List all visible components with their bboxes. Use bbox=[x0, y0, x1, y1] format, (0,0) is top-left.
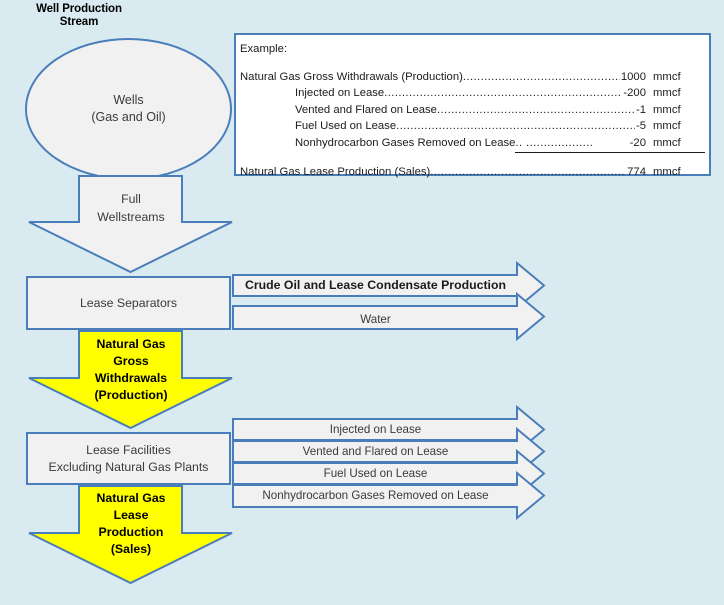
example-row-value: -200 bbox=[623, 87, 646, 100]
example-row-label: Natural Gas Gross Withdrawals (Productio… bbox=[240, 70, 463, 83]
example-total-label: Natural Gas Lease Production (Sales) bbox=[240, 165, 431, 178]
gross-withdrawals-arrow bbox=[28, 330, 233, 430]
example-row-value: -5 bbox=[635, 120, 646, 133]
example-row-leader: ........................................… bbox=[462, 70, 620, 83]
lease-separators-box: Lease Separators bbox=[26, 276, 231, 330]
example-row-label: Vented and Flared on Lease bbox=[295, 103, 437, 116]
example-row: Vented and Flared on Lease .............… bbox=[240, 102, 705, 119]
example-total-value: 774 bbox=[627, 165, 646, 178]
wells-label-line-1: Wells bbox=[113, 93, 144, 107]
example-row-label: Nonhydrocarbon Gases Removed on Lease bbox=[295, 136, 516, 149]
wells-ellipse: Wells (Gas and Oil) bbox=[25, 38, 232, 180]
page-title-line-2: Stream bbox=[59, 16, 99, 28]
example-row-unit: mmcf bbox=[653, 70, 681, 83]
example-row-label: Fuel Used on Lease bbox=[295, 120, 397, 133]
example-row-leader: ........................................… bbox=[384, 87, 622, 100]
lease-production-arrow bbox=[28, 485, 233, 585]
example-total-unit: mmcf bbox=[653, 165, 681, 178]
page-title-line-1: Well Production bbox=[36, 3, 122, 15]
water-arrow bbox=[232, 291, 546, 342]
lease-facilities-box: Lease Facilities Excluding Natural Gas P… bbox=[26, 432, 231, 485]
example-row-value: 1000 bbox=[620, 70, 646, 83]
page-title: Well Production Stream bbox=[20, 3, 138, 29]
example-row-value: -20 bbox=[628, 135, 646, 153]
crude-oil-arrow bbox=[232, 260, 546, 311]
example-row-leader: .. ................... bbox=[515, 135, 629, 153]
example-heading: Example: bbox=[240, 43, 288, 55]
example-row-leader: ........................................… bbox=[396, 120, 635, 133]
full-wellstreams-arrow bbox=[28, 175, 233, 274]
example-row: Natural Gas Gross Withdrawals (Productio… bbox=[240, 69, 705, 86]
example-heading-row: Example: bbox=[240, 41, 705, 58]
example-total-leader: ........................................… bbox=[430, 165, 626, 178]
nonhydrocarbon-removed-arrow bbox=[232, 470, 546, 521]
lease-facilities-line-1: Lease Facilities bbox=[86, 442, 171, 457]
example-row-label: Injected on Lease bbox=[295, 87, 385, 100]
example-row: Fuel Used on Lease .....................… bbox=[240, 118, 705, 135]
example-row-leader: ........................................… bbox=[436, 103, 635, 116]
example-total-row: Natural Gas Lease Production (Sales) ...… bbox=[240, 164, 705, 181]
example-row: Injected on Lease ......................… bbox=[240, 85, 705, 102]
example-row-unit: mmcf bbox=[646, 135, 705, 153]
lease-facilities-line-2: Excluding Natural Gas Plants bbox=[48, 459, 209, 474]
wells-label-line-2: (Gas and Oil) bbox=[91, 110, 166, 124]
example-row-subtotal: Nonhydrocarbon Gases Removed on Lease ..… bbox=[240, 135, 705, 153]
lease-separators-label: Lease Separators bbox=[79, 295, 178, 310]
example-row-unit: mmcf bbox=[653, 87, 681, 100]
example-row-value: -1 bbox=[635, 103, 646, 116]
example-row-unit: mmcf bbox=[653, 120, 681, 133]
example-callout-box: Example: Natural Gas Gross Withdrawals (… bbox=[234, 33, 711, 178]
example-row-unit: mmcf bbox=[653, 103, 681, 116]
